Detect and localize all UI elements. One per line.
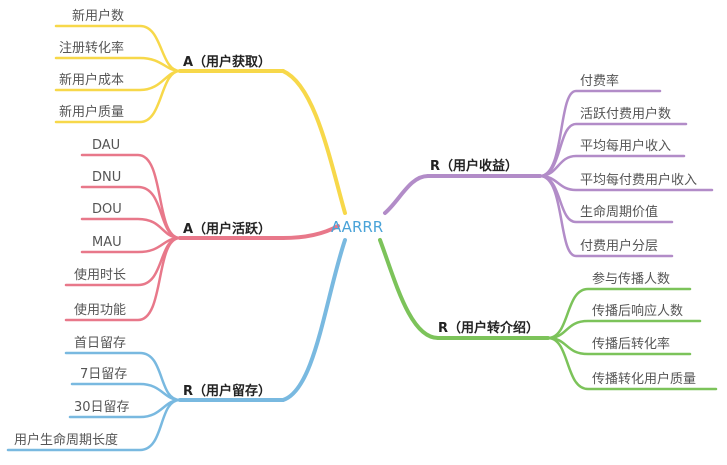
leaf-revenue-ltv: 生命周期价值 (580, 204, 658, 220)
branch-label-activation: A（用户活跃） (183, 221, 271, 237)
leaf-referral-participants: 参与传播人数 (592, 271, 670, 287)
branch-label-retention: R（用户留存） (183, 383, 271, 399)
connector-revenue-1 (538, 89, 662, 178)
branch-retention (6, 238, 347, 452)
connector-revenue-main (383, 174, 430, 215)
connector-activation-main (281, 224, 340, 240)
leaf-retention-day7: 7日留存 (80, 367, 127, 382)
leaf-revenue-arpu: 平均每用户收入 (580, 138, 671, 154)
branch-acquisition (54, 24, 347, 215)
leaf-acquisition-user-quality: 新用户质量 (59, 104, 124, 120)
leaf-acquisition-user-cost: 新用户成本 (59, 72, 124, 88)
branch-referral (378, 238, 718, 391)
connector-retention-4 (6, 398, 182, 452)
leaf-acquisition-signup-rate: 注册转化率 (59, 40, 124, 56)
connector-referral-4 (546, 336, 718, 391)
center-label: AARRR (331, 218, 383, 236)
leaf-activation-features: 使用功能 (74, 302, 126, 318)
connector-revenue-6 (538, 174, 674, 258)
connector-acquisition-2 (54, 56, 182, 73)
branch-label-referral: R（用户转介绍） (438, 320, 539, 336)
connector-acquisition-main (281, 69, 347, 215)
leaf-referral-responders: 传播后响应人数 (592, 303, 683, 319)
connector-retention-main (281, 238, 347, 402)
leaf-activation-dnu: DNU (92, 170, 121, 185)
leaf-referral-quality: 传播转化用户质量 (592, 371, 696, 387)
leaf-acquisition-new-users: 新用户数 (72, 8, 124, 24)
leaf-revenue-pay-rate: 付费率 (580, 73, 619, 89)
leaf-revenue-active-payers: 活跃付费用户数 (580, 106, 671, 122)
connector-activation-6 (64, 236, 182, 322)
leaf-activation-mau: MAU (92, 235, 122, 250)
branch-label-revenue: R（用户收益） (430, 158, 518, 174)
connector-referral-2 (546, 319, 702, 340)
leaf-referral-conversion: 传播后转化率 (592, 336, 670, 352)
leaf-revenue-payer-tiers: 付费用户分层 (580, 238, 658, 254)
leaf-retention-day30: 30日留存 (74, 400, 130, 415)
leaf-activation-dau: DAU (92, 138, 120, 153)
leaf-activation-usage-time: 使用时长 (74, 267, 126, 283)
leaf-activation-dou: DOU (92, 202, 122, 217)
leaf-retention-day1: 首日留存 (74, 336, 126, 351)
branch-label-acquisition: A（用户获取） (183, 54, 271, 70)
connector-referral-main (378, 238, 440, 340)
connector-acquisition-4 (54, 69, 182, 124)
leaf-revenue-arppu: 平均每付费用户收入 (580, 172, 697, 188)
leaf-retention-lifetime: 用户生命周期长度 (14, 432, 118, 448)
branch-activation (64, 153, 340, 322)
branch-revenue (383, 89, 714, 258)
